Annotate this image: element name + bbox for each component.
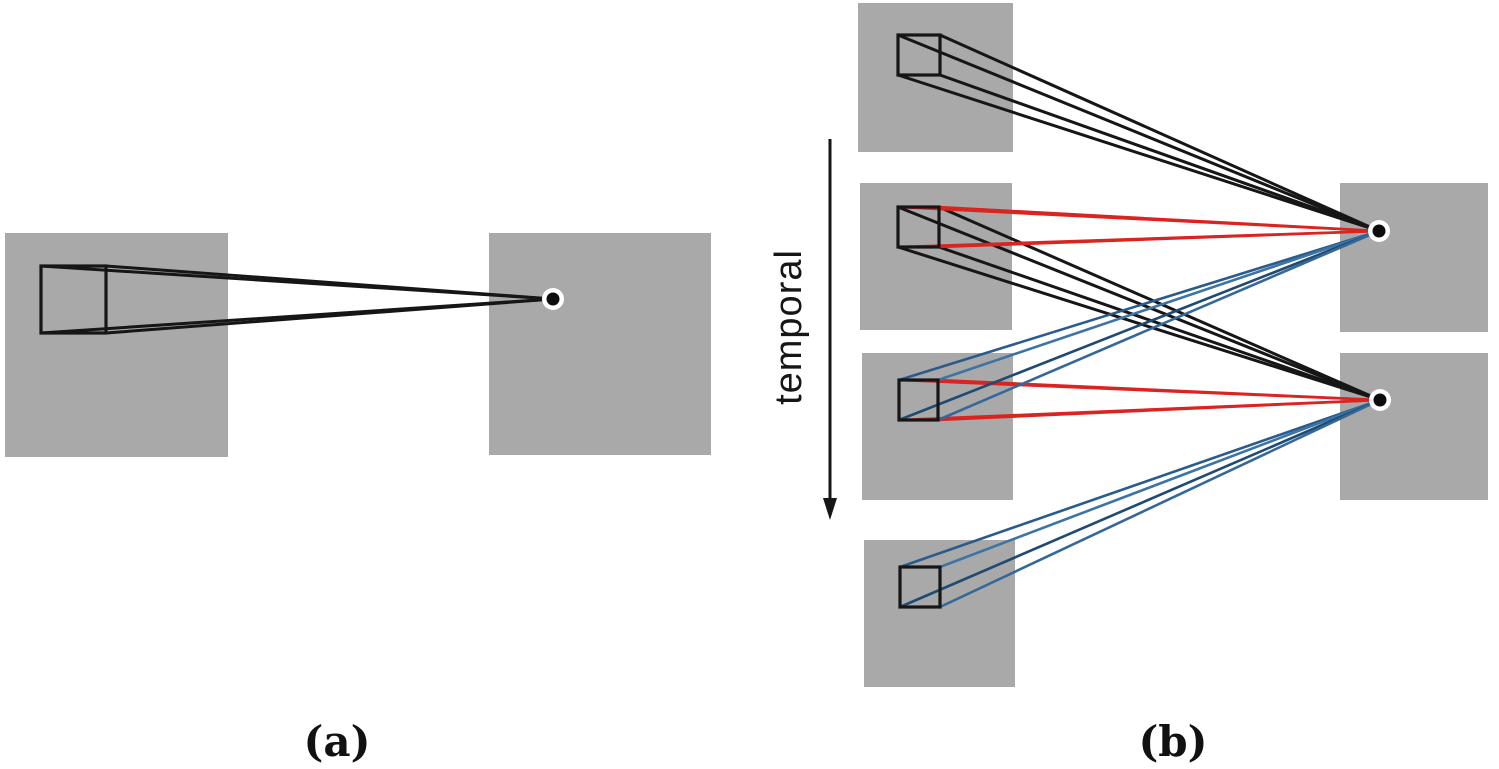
panel-b-kernel-square-3 — [897, 378, 940, 422]
panel-b-frame3-to-out1-blue-line — [897, 229, 1381, 422]
panel-b-frame4-to-out2-blue-line — [898, 398, 1382, 609]
panel-b-kernel-square-1 — [896, 33, 942, 77]
panel-b-frame4-to-out2-blue-line — [938, 398, 1382, 569]
panel-b-label: (b) — [1138, 717, 1207, 766]
panel-b-frame2-to-out2-black-line — [896, 245, 1382, 402]
panel-b-frame-4 — [864, 540, 1015, 687]
panel-b-frame2-to-out1-red-line — [937, 229, 1381, 249]
gray-squares-layer — [5, 3, 1488, 687]
panel-b-output-map-2 — [1340, 353, 1488, 500]
panel-b-frame2-to-out2-black-line — [896, 205, 1382, 402]
panel-b-frame-2 — [860, 183, 1012, 330]
panel-b-kernel-square-4 — [898, 565, 942, 609]
panel-a-output-dot — [546, 292, 560, 306]
output-dots-layer — [542, 220, 1391, 411]
panel-b-frame3-to-out1-blue-line — [936, 229, 1381, 422]
panel-b-frame4-to-out2-blue-line — [938, 398, 1382, 609]
kernel-squares-layer — [39, 33, 942, 609]
panel-b-frame1-to-out1-black-line — [896, 73, 1381, 233]
panel-b-frame1-to-out1-black-line — [938, 33, 1381, 233]
panel-a-kernel-square — [39, 264, 108, 335]
temporal-arrowhead-down-icon — [823, 498, 837, 520]
panel-b-frame4-to-out2-blue-line — [898, 398, 1382, 569]
panel-b-frame1-to-out1-black-line — [938, 73, 1381, 233]
panel-b-frame2-to-out2-black-line — [937, 245, 1382, 402]
panel-b-output-dot-2 — [1373, 393, 1387, 407]
panel-a-projection-black-line — [104, 297, 555, 335]
panel-a-output-feature-map — [489, 233, 711, 455]
panel-a-projection-black-line — [104, 264, 555, 301]
projection-lines-layer — [39, 33, 1382, 609]
panel-b-output-dot-1 — [1372, 224, 1386, 238]
panel-b-frame2-to-out2-black-line — [937, 205, 1382, 402]
panel-b-frame2-to-out1-red-line — [937, 205, 1381, 233]
panel-b-frame1-to-out1-black-line — [896, 33, 1381, 233]
panel-b-frame-3 — [862, 353, 1013, 500]
temporal-axis-layer — [823, 139, 837, 520]
panel-b-frame3-to-out1-blue-line — [897, 229, 1381, 382]
panel-b-frame-1 — [858, 3, 1013, 152]
panel-b-frame3-to-out1-blue-line — [936, 229, 1381, 382]
panel-b-frame3-to-out2-red-line — [936, 378, 1382, 402]
panel-b-frame3-to-out2-red-line — [936, 398, 1382, 422]
panel-b-output-map-1 — [1340, 183, 1488, 332]
panel-b-kernel-square-2 — [896, 205, 941, 249]
panel-a-label: (a) — [304, 717, 371, 766]
temporal-axis-label: temporal — [768, 249, 810, 405]
